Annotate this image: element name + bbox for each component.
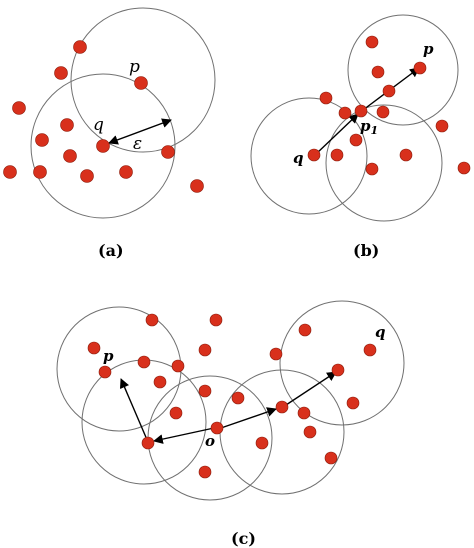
data-point [87, 341, 101, 355]
data-point [169, 406, 183, 420]
data-point [365, 35, 379, 49]
label-q: q [93, 115, 104, 135]
arrow-to-p [119, 378, 149, 443]
data-point [365, 162, 379, 176]
data-point [324, 451, 338, 465]
eps-neighborhood-p1 [325, 104, 443, 222]
data-point [198, 465, 212, 479]
arrow-q-to-p1 [315, 113, 359, 155]
arrow-to-core [285, 371, 337, 406]
data-point [33, 165, 47, 179]
eps-neighborhood-q [30, 73, 176, 219]
data-point [80, 169, 94, 183]
data-point [346, 396, 360, 410]
data-point [60, 118, 74, 132]
data-point [3, 165, 17, 179]
caption-a: (a) [98, 241, 124, 260]
data-point [349, 133, 363, 147]
data-point [338, 106, 352, 120]
label-p1: p1 [360, 117, 378, 137]
point-p1 [354, 104, 368, 118]
panel-a: p q ε (a) [3, 7, 216, 260]
panel-c-points [87, 313, 377, 479]
data-point [209, 313, 223, 327]
arrow-o-right [220, 407, 277, 429]
data-point [198, 384, 212, 398]
data-point [330, 148, 344, 162]
data-point [119, 165, 133, 179]
eps-neighborhood [219, 369, 345, 495]
data-point [54, 66, 68, 80]
data-point [98, 365, 112, 379]
data-point [198, 343, 212, 357]
data-point [35, 133, 49, 147]
point-q [307, 148, 321, 162]
data-point [297, 406, 311, 420]
data-point [331, 363, 345, 377]
data-point [63, 149, 77, 163]
caption-c: (c) [231, 529, 256, 548]
epsilon-radius-arrow [108, 118, 172, 145]
caption-b: (b) [353, 241, 379, 260]
label-p: p [129, 57, 140, 77]
data-point [161, 145, 175, 159]
data-point [382, 84, 396, 98]
panel-b-points [307, 35, 471, 176]
data-point [298, 323, 312, 337]
point-q [363, 343, 377, 357]
panel-c: p q o (c) [56, 300, 405, 548]
data-point [153, 375, 167, 389]
point-p [413, 61, 427, 75]
eps-neighborhood-p [347, 14, 459, 126]
label-q: q [375, 323, 386, 341]
data-point [145, 313, 159, 327]
label-p: p [423, 40, 434, 58]
arrow-o-left [153, 427, 215, 444]
eps-neighborhood-q [250, 97, 368, 215]
label-epsilon: ε [133, 134, 142, 154]
data-point [435, 119, 449, 133]
eps-neighborhood-q [279, 300, 405, 426]
label-p: p [103, 347, 114, 365]
data-point [190, 179, 204, 193]
data-point [376, 105, 390, 119]
panel-a-points [3, 40, 204, 193]
data-point [141, 436, 155, 450]
data-point [137, 355, 151, 369]
point-q [96, 139, 110, 153]
point-p [134, 76, 148, 90]
point-o [210, 421, 224, 435]
data-point [303, 425, 317, 439]
data-point [399, 148, 413, 162]
data-point [275, 400, 289, 414]
data-point [12, 101, 26, 115]
eps-neighborhood-p [70, 7, 216, 153]
eps-neighborhood-p [56, 306, 182, 432]
data-point [269, 347, 283, 361]
data-point [171, 359, 185, 373]
data-point [231, 391, 245, 405]
eps-neighborhood [81, 359, 207, 485]
panel-b: p q p1 (b) [250, 14, 471, 260]
data-point [319, 91, 333, 105]
data-point [457, 161, 471, 175]
label-q: q [293, 149, 304, 167]
data-point [371, 65, 385, 79]
data-point [255, 436, 269, 450]
label-o: o [205, 432, 215, 450]
data-point [73, 40, 87, 54]
